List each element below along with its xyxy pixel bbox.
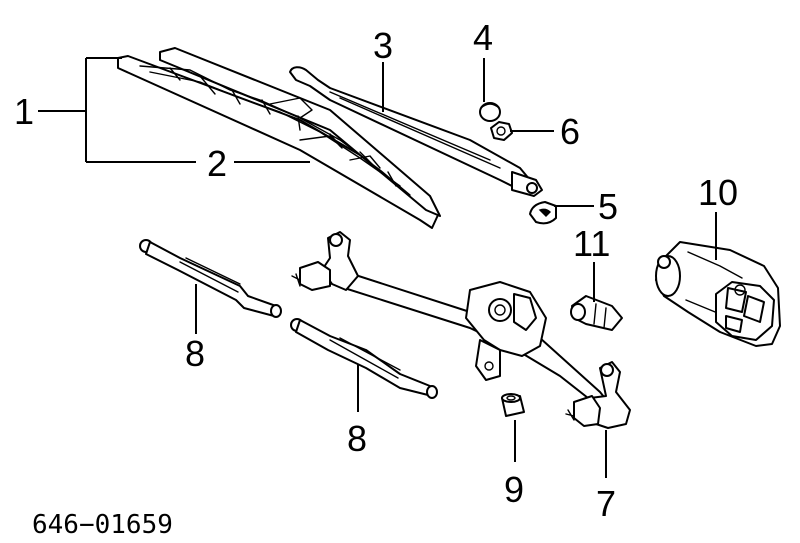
- pivot-cover: [529, 201, 557, 225]
- wiper-arm: [289, 66, 543, 197]
- arm-nut: [490, 121, 513, 141]
- diagram-code: 646−01659: [32, 510, 173, 540]
- wiper-motor: [655, 241, 781, 347]
- callout-6: 6: [560, 111, 580, 152]
- callout-8-lower: 8: [347, 418, 367, 459]
- arm-cap: [479, 102, 501, 122]
- wiper-blade-assembly: [117, 47, 441, 229]
- callout-10: 10: [698, 172, 738, 213]
- callout-1: 1: [14, 91, 34, 132]
- callout-3: 3: [373, 25, 393, 66]
- callout-11: 11: [573, 223, 610, 264]
- callout-2: 2: [207, 143, 227, 184]
- callout-7: 7: [596, 483, 616, 524]
- link-rod-lower: [290, 318, 438, 399]
- leader-lines: [38, 57, 717, 478]
- callout-5: 5: [598, 186, 618, 227]
- link-rod-upper: [139, 239, 282, 318]
- callout-9: 9: [504, 469, 524, 510]
- callout-labels: 1 2 3 4 6 5 10 11 8 8 9 7: [14, 17, 738, 524]
- connector: [570, 295, 623, 331]
- wiper-linkage-frame: [291, 231, 631, 429]
- callout-8-upper: 8: [185, 333, 205, 374]
- callout-4: 4: [473, 17, 493, 58]
- bushing: [501, 393, 525, 417]
